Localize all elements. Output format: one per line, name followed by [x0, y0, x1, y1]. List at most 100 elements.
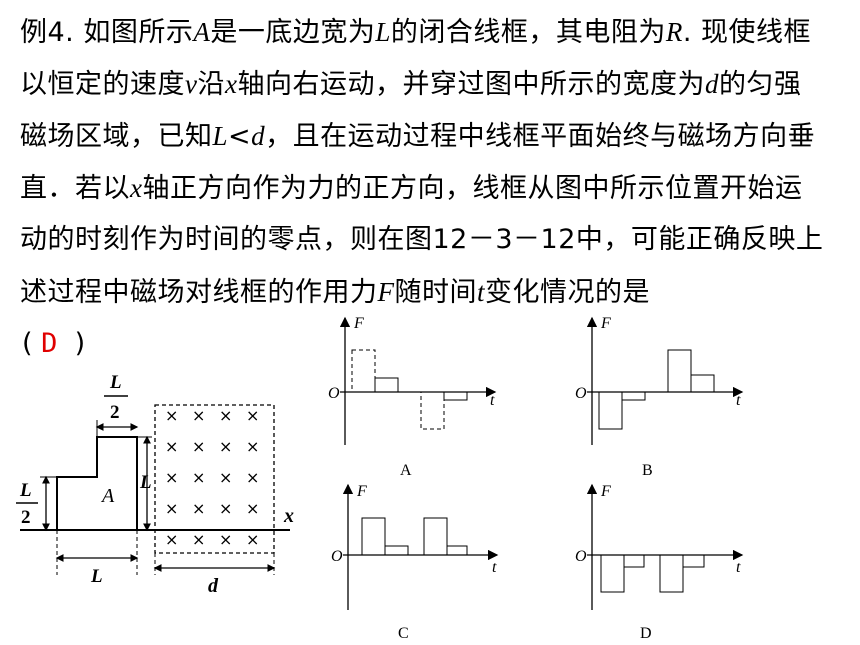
- field-cross-icon: ×: [219, 437, 232, 456]
- dimension-label-L: L: [139, 472, 152, 493]
- dimension-label-d: d: [208, 575, 219, 597]
- problem-line-3: 磁场区域，已知L<d，且在运动过程中线框平面始终与磁场方向垂: [20, 118, 815, 155]
- text-segment: 以恒定的速度: [20, 69, 185, 100]
- graph-caption: D: [640, 625, 652, 642]
- f-axis-label: F: [600, 315, 611, 332]
- force-pulse: [446, 545, 468, 556]
- text-segment: 例4. 如图所示: [20, 17, 194, 48]
- loop-label-A: A: [100, 485, 115, 507]
- field-cross-icon: ×: [192, 468, 205, 487]
- symbol-F: F: [377, 277, 395, 307]
- force-pulse: [621, 391, 646, 401]
- force-pulse: [420, 391, 445, 430]
- field-cross-icon: ×: [246, 406, 259, 425]
- force-pulse: [351, 349, 376, 393]
- field-cross-icon: ×: [192, 530, 205, 549]
- f-axis-label: F: [353, 315, 364, 332]
- fraction-denominator: 2: [110, 402, 120, 423]
- field-cross-marks: ××××××××××××××××××××: [165, 406, 259, 549]
- field-cross-icon: ×: [192, 499, 205, 518]
- dimension-d: d: [153, 553, 276, 597]
- force-pulse: [361, 517, 386, 556]
- field-cross-icon: ×: [246, 499, 259, 518]
- text-segment: 轴正方向作为力的正方向，线框从图中所示位置开始运: [142, 173, 803, 204]
- force-pulse: [598, 391, 623, 430]
- text-segment: 随时间: [394, 277, 477, 308]
- problem-line-5: 动的时刻作为时间的零点，则在图12－3－12中，可能正确反映上: [20, 222, 823, 258]
- origin-label: O: [575, 385, 587, 402]
- force-pulse: [667, 349, 692, 393]
- force-pulse: [659, 554, 684, 593]
- field-cross-icon: ×: [246, 468, 259, 487]
- force-pulse: [690, 374, 715, 393]
- answer-open-paren: (: [22, 328, 33, 359]
- field-cross-icon: ×: [165, 468, 178, 487]
- problem-line-1: 例4. 如图所示A是一底边宽为L的闭合线框，其电阻为R. 现使线框: [20, 14, 811, 51]
- t-axis-label: t: [736, 559, 741, 576]
- answer-close-paren: ): [74, 328, 86, 359]
- force-pulse: [682, 554, 705, 568]
- dimension-left-half-L: L 2: [16, 475, 57, 532]
- force-pulse: [384, 545, 409, 556]
- text-segment: 的闭合线框，其电阻为: [390, 17, 666, 48]
- symbol-v: v: [185, 69, 198, 99]
- field-cross-icon: ×: [246, 530, 259, 549]
- graph-D: F O t D: [575, 483, 744, 642]
- text-segment: 磁场区域，已知: [20, 121, 213, 152]
- problem-line-4: 直．若以x轴正方向作为力的正方向，线框从图中所示位置开始运: [20, 170, 802, 207]
- symbol-L: L: [375, 17, 391, 47]
- graph-caption: C: [398, 625, 409, 642]
- magnetic-field-region: [154, 404, 275, 554]
- text-segment: ，且在运动过程中线框平面始终与磁场方向垂: [265, 121, 816, 152]
- problem-line-6: 述过程中磁场对线框的作用力F随时间t变化情况的是: [20, 274, 650, 311]
- symbol-x: x: [130, 173, 143, 203]
- field-cross-icon: ×: [165, 437, 178, 456]
- symbol-A: A: [193, 17, 211, 47]
- text-segment: 变化情况的是: [485, 277, 651, 308]
- symbol-x: x: [224, 69, 238, 99]
- text-segment: 是一底边宽为: [210, 17, 376, 48]
- dimension-bottom-L: L: [55, 530, 139, 587]
- dimension-top-half-L: L 2: [95, 372, 139, 437]
- field-cross-icon: ×: [165, 406, 178, 425]
- symbol-d: d: [704, 69, 719, 99]
- f-axis-label: F: [600, 483, 611, 500]
- less-than: <: [228, 121, 252, 152]
- force-pulse: [623, 554, 645, 568]
- fraction-numerator: L: [109, 372, 122, 393]
- dimension-label-L: L: [90, 566, 103, 587]
- force-pulse: [374, 377, 399, 393]
- x-axis-label: x: [283, 505, 294, 527]
- text-segment: 沿: [197, 69, 225, 100]
- force-pulse: [443, 391, 468, 401]
- graph-A: F O t A: [328, 315, 497, 479]
- wire-loop: [56, 436, 138, 530]
- field-cross-icon: ×: [165, 499, 178, 518]
- fraction-numerator: L: [19, 480, 32, 501]
- field-cross-icon: ×: [192, 406, 205, 425]
- graph-C: F O t C: [331, 483, 499, 642]
- origin-label: O: [328, 385, 340, 402]
- text-segment: 直．若以: [20, 173, 130, 204]
- answer-blank: ( D ): [22, 326, 85, 362]
- dimension-right-L: L: [137, 435, 152, 532]
- graph-caption: A: [400, 462, 412, 479]
- f-axis-label: F: [356, 483, 367, 500]
- origin-label: O: [575, 548, 587, 565]
- field-cross-icon: ×: [165, 530, 178, 549]
- symbol-d: d: [251, 121, 266, 151]
- text-segment: . 现使线框: [682, 17, 812, 48]
- origin-label: O: [331, 548, 343, 565]
- graph-caption: B: [642, 462, 653, 479]
- field-cross-icon: ×: [219, 406, 232, 425]
- graph-B: F O t B: [575, 315, 744, 479]
- field-cross-icon: ×: [246, 437, 259, 456]
- symbol-t: t: [477, 277, 486, 307]
- text-segment: 轴向右运动，并穿过图中所示的宽度为: [237, 69, 705, 100]
- force-pulse: [600, 554, 625, 593]
- symbol-R: R: [665, 17, 683, 47]
- t-axis-label: t: [490, 392, 495, 409]
- text-segment: 的匀强: [718, 69, 802, 100]
- field-cross-icon: ×: [219, 468, 232, 487]
